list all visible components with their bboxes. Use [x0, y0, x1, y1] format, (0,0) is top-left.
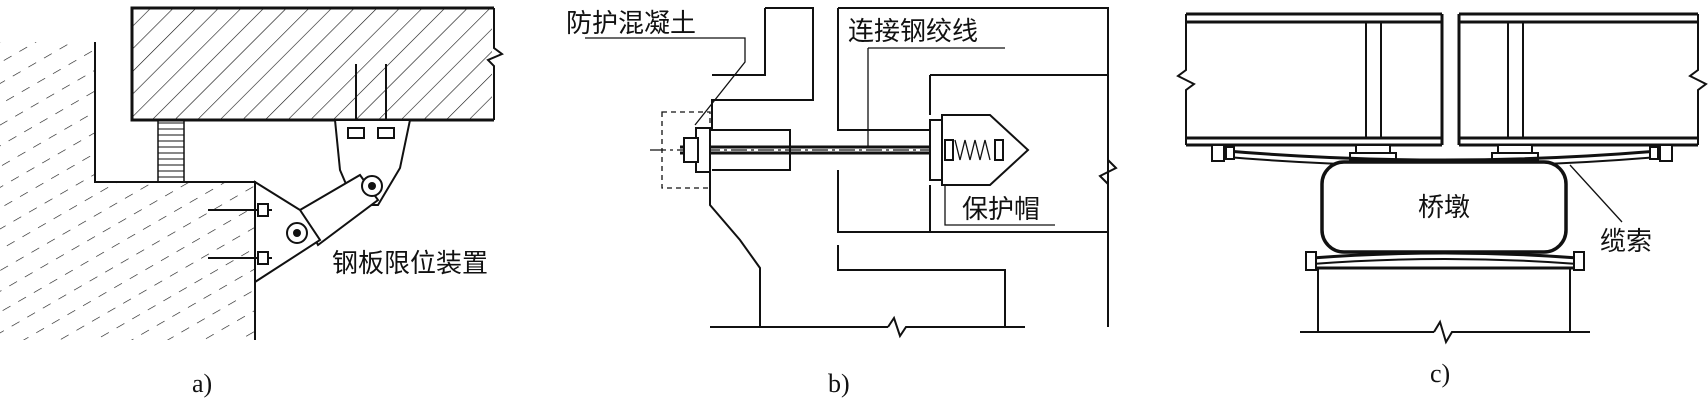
panel-a: 钢板限位装置 a) — [0, 6, 504, 398]
steel-plate-device — [208, 64, 412, 284]
label-cable: 缆索 — [1600, 227, 1652, 257]
leader-cable — [1569, 164, 1623, 223]
left-girder-end — [709, 7, 814, 328]
beam — [130, 6, 504, 122]
cable-bottom — [1305, 251, 1585, 271]
bearing-pad — [157, 119, 185, 183]
pier-column — [1300, 266, 1590, 345]
right-girder-end — [837, 7, 1118, 327]
caption-c: c) — [1430, 359, 1450, 388]
leader-cap — [944, 185, 1055, 226]
label-pier: 桥墩 — [1418, 193, 1470, 223]
base-line — [720, 315, 1025, 339]
left-girder — [1176, 12, 1444, 147]
panel-c: 桥墩 缆索 c) — [1176, 12, 1708, 388]
label-protective-concrete: 防护混凝土 — [566, 9, 696, 39]
leader-concrete — [585, 37, 746, 126]
caption-b: b) — [828, 369, 850, 398]
right-girder — [1457, 12, 1708, 147]
label-connecting-strand: 连接钢绞线 — [848, 17, 978, 47]
bearings — [1349, 144, 1539, 161]
protective-cap — [941, 114, 1030, 186]
panel-b: 防护混凝土 连接钢绞线 保护帽 b) — [566, 7, 1118, 398]
label-steel-plate-device: 钢板限位装置 — [332, 249, 488, 279]
caption-a: a) — [192, 369, 212, 398]
label-protective-cap: 保护帽 — [962, 195, 1040, 225]
